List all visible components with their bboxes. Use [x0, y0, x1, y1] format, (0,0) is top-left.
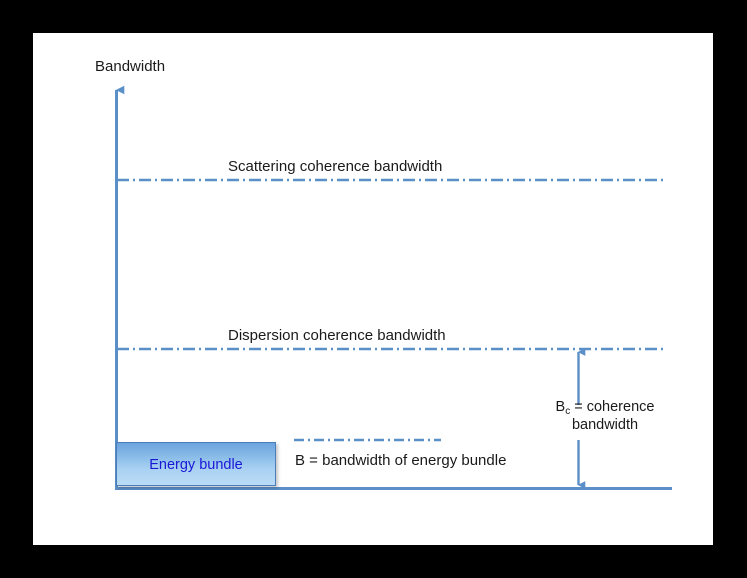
bc-equals-coherence: = coherence — [570, 399, 655, 415]
bc-symbol-subscript: c — [565, 406, 571, 417]
energy-bundle-label: Energy bundle — [149, 457, 243, 473]
dispersion-coherence-bandwidth-label: Dispersion coherence bandwidth — [228, 327, 446, 344]
coherence-bandwidth-annotation: Bc = coherence bandwidth — [545, 398, 665, 434]
bc-bandwidth-word: bandwidth — [571, 417, 639, 434]
energy-bundle-box: Energy bundle — [116, 442, 276, 486]
bandwidth-axis-label: Bandwidth — [95, 58, 166, 75]
scattering-coherence-bandwidth-label: Scattering coherence bandwidth — [228, 158, 443, 175]
energy-bundle-bandwidth-label: B = bandwidth of energy bundle — [295, 452, 507, 469]
bc-symbol-base: B — [555, 399, 566, 415]
